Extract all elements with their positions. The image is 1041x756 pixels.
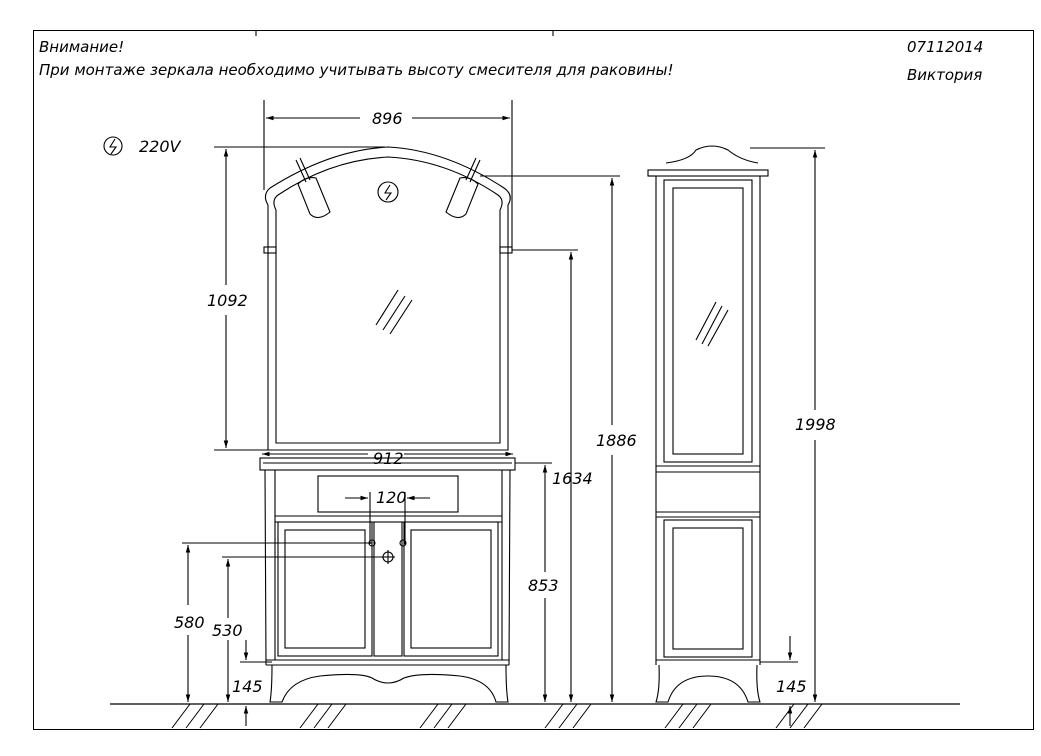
warning-text: При монтаже зеркала необходимо учитывать…	[39, 61, 674, 79]
dim-mirror-height: 1092	[207, 291, 248, 310]
dim-pipe-height-2: 530	[212, 621, 243, 640]
drawing-frame	[33, 30, 1034, 730]
dim-leg-height-left: 145	[232, 677, 263, 696]
dim-mirror-width: 896	[372, 109, 403, 128]
model-name: Виктория	[907, 66, 983, 84]
dim-mirror-top-height: 1886	[596, 431, 637, 450]
mirror	[263, 146, 513, 451]
power-label: 220V	[139, 137, 182, 156]
dim-mirror-bottom-height: 1634	[552, 469, 593, 488]
dim-vanity-width: 912	[373, 449, 404, 468]
drawing-code: 07112014	[907, 38, 984, 56]
dim-pipe-height-1: 580	[174, 613, 205, 632]
vanity	[259, 457, 516, 703]
dim-drawer-width: 120	[376, 488, 407, 507]
socket-icon	[377, 181, 399, 203]
power-icon	[103, 136, 123, 156]
lamp-right-icon	[445, 157, 481, 219]
lamp-left-icon	[295, 157, 331, 219]
dim-vanity-height: 853	[528, 576, 559, 595]
dim-leg-height-right: 145	[776, 677, 807, 696]
warning-title: Внимание!	[39, 38, 125, 56]
tall-cabinet	[647, 145, 769, 703]
dim-cabinet-height: 1998	[795, 415, 836, 434]
